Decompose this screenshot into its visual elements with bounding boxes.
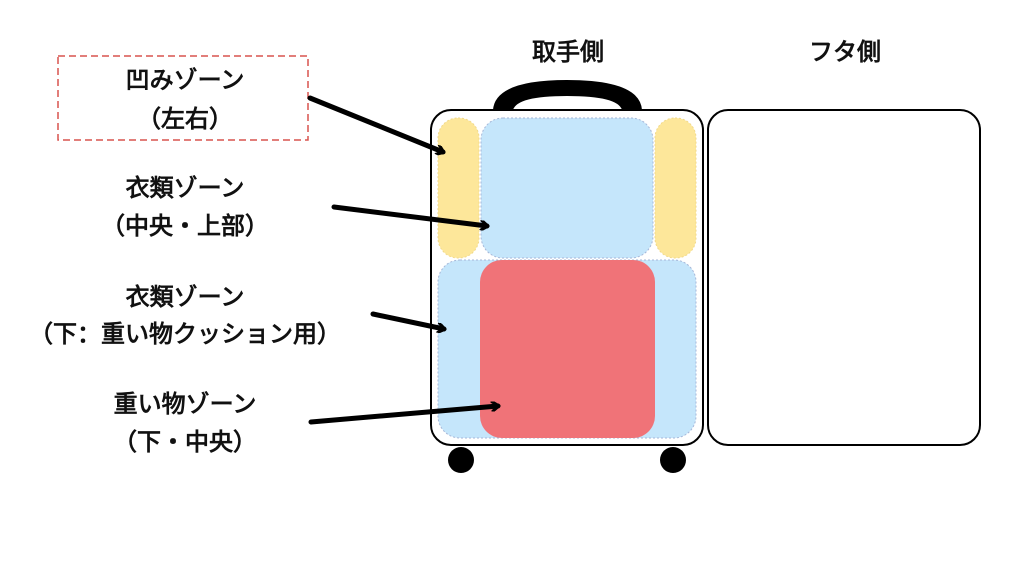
heavy-zone [480, 260, 655, 438]
label-clothes-top: 衣類ゾーン [126, 174, 245, 202]
header-lid-side: フタ側 [809, 38, 881, 66]
wheel-left [448, 447, 474, 473]
label-clothes-bottom: 衣類ゾーン [126, 283, 245, 311]
label-dent-zone: 凹みゾーン [126, 66, 245, 94]
label-heavy-zone-sub: （下・中央） [113, 428, 257, 456]
arrow-clothes-bottom [370, 311, 447, 329]
wheel-right [660, 447, 686, 473]
arrow-clothes-top [331, 204, 490, 226]
side-zone-left [437, 117, 480, 259]
label-clothes-top-sub: （中央・上部） [101, 212, 269, 240]
side-zone-right [654, 117, 697, 259]
arrow-heavy-zone [308, 406, 501, 425]
label-dent-zone-sub: （左右） [137, 105, 233, 133]
suitcase-lid [707, 109, 981, 446]
clothes-zone-top [480, 117, 654, 259]
label-clothes-bottom-sub: （下：重い物クッション用） [29, 320, 341, 348]
arrow-dent-zone [307, 95, 446, 152]
header-handle-side: 取手側 [532, 38, 604, 66]
label-heavy-zone: 重い物ゾーン [114, 390, 257, 418]
handle [493, 80, 642, 110]
